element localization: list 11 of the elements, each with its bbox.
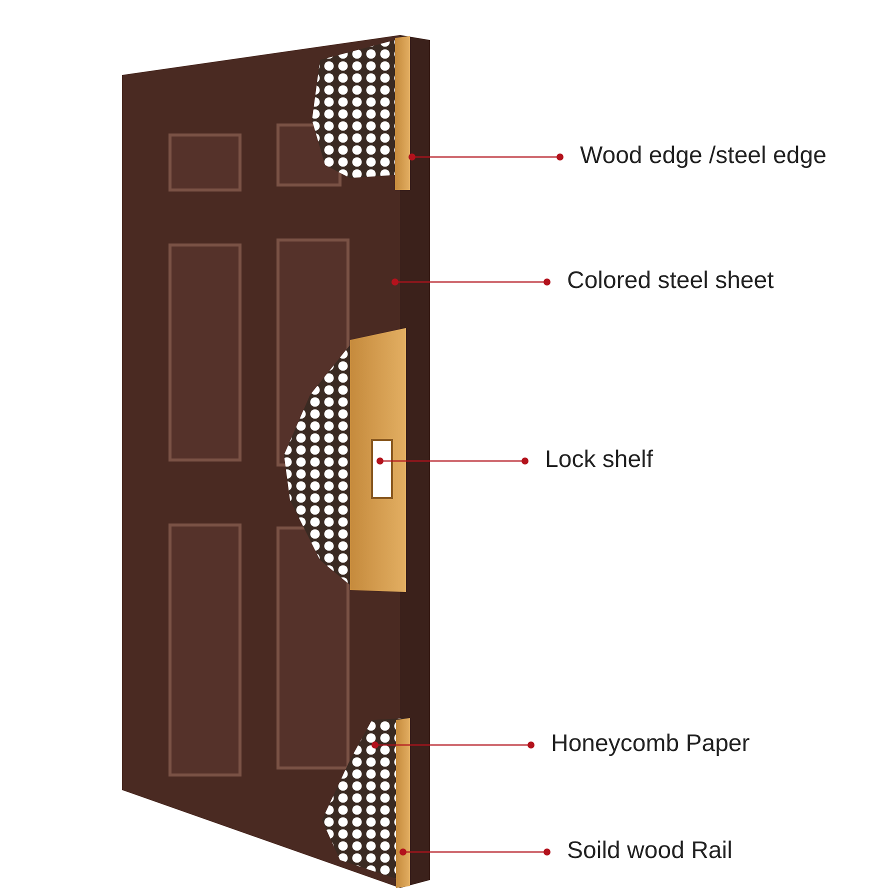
- part-label: Colored steel sheet: [567, 267, 774, 295]
- part-label: Lock shelf: [545, 446, 654, 474]
- part-label: Honeycomb Paper: [551, 730, 750, 758]
- part-label: Soild wood Rail: [567, 837, 732, 865]
- leader-line: [392, 278, 550, 286]
- leader-line: [376, 458, 528, 464]
- leader-line: [400, 848, 550, 856]
- leader-line: [408, 154, 564, 160]
- leader-line: [372, 742, 534, 748]
- solid-wood-rail: [396, 718, 410, 888]
- part-label: Wood edge /steel edge: [580, 142, 826, 170]
